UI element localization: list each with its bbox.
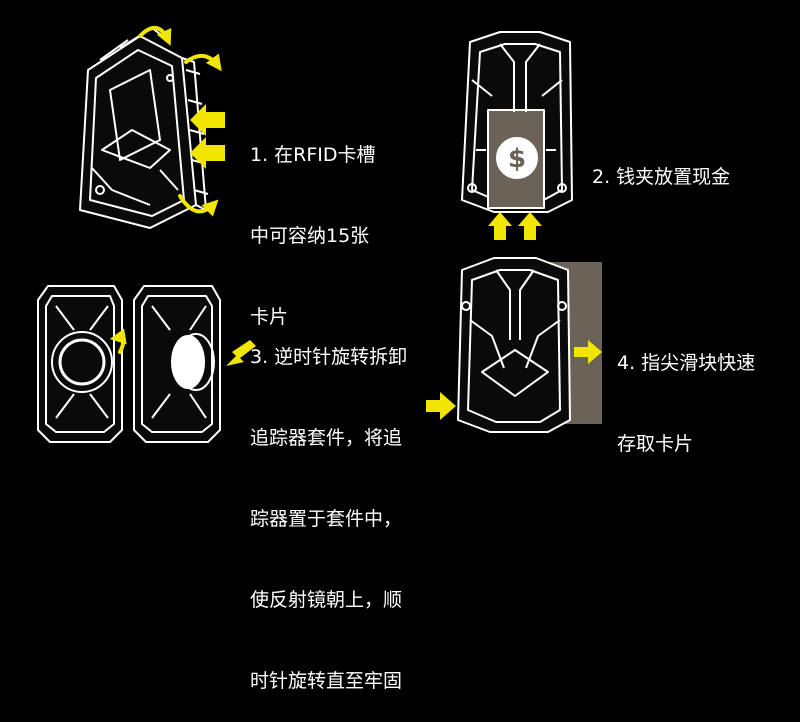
- step-3-line-5: 时针旋转直至牢固: [250, 670, 403, 692]
- step-3-line-2: 追踪器套件，将追: [250, 427, 403, 449]
- step-4-line-2: 存取卡片: [617, 433, 694, 455]
- step-4-line-1: 4. 指尖滑块快速: [617, 352, 756, 374]
- step-2-text: 2. 钱夹放置现金: [592, 110, 730, 218]
- instruction-diagram: $ 1. 在RFID卡槽 中可容纳15张 卡片: [37, 26, 755, 692]
- wallet-tracker-icon: [37, 285, 221, 443]
- cash-symbol: $: [508, 144, 526, 174]
- arrow-icon: [190, 104, 225, 169]
- step-3-text: 3. 逆时针旋转拆卸 追踪器套件，将追 踪器置于套件中， 使反射镜朝上，顺 时针…: [250, 290, 407, 722]
- wallet-angled-icon: [79, 27, 209, 229]
- illustrations: $: [37, 26, 602, 443]
- wallet-clip-icon: [461, 31, 573, 213]
- step-3-line-1: 3. 逆时针旋转拆卸: [250, 346, 408, 368]
- arrow-icon: [226, 340, 456, 420]
- step-4-text: 4. 指尖滑块快速 存取卡片: [617, 296, 755, 485]
- step-1-line-1: 1. 在RFID卡槽: [250, 144, 376, 166]
- step-3-line-4: 使反射镜朝上，顺: [250, 589, 403, 611]
- step-2-line-1: 2. 钱夹放置现金: [592, 166, 731, 188]
- curved-arrow-icon: [109, 328, 127, 354]
- arrow-icon: [574, 340, 602, 364]
- arrow-icon: [488, 212, 542, 240]
- curved-arrow-icon: [138, 26, 222, 217]
- step-1-text: 1. 在RFID卡槽 中可容纳15张 卡片: [250, 88, 376, 358]
- wallet-card-slide-icon: [457, 257, 602, 433]
- step-1-line-2: 中可容纳15张: [250, 225, 370, 247]
- step-3-line-3: 踪器置于套件中，: [250, 508, 403, 530]
- step-1-line-3: 卡片: [250, 306, 289, 328]
